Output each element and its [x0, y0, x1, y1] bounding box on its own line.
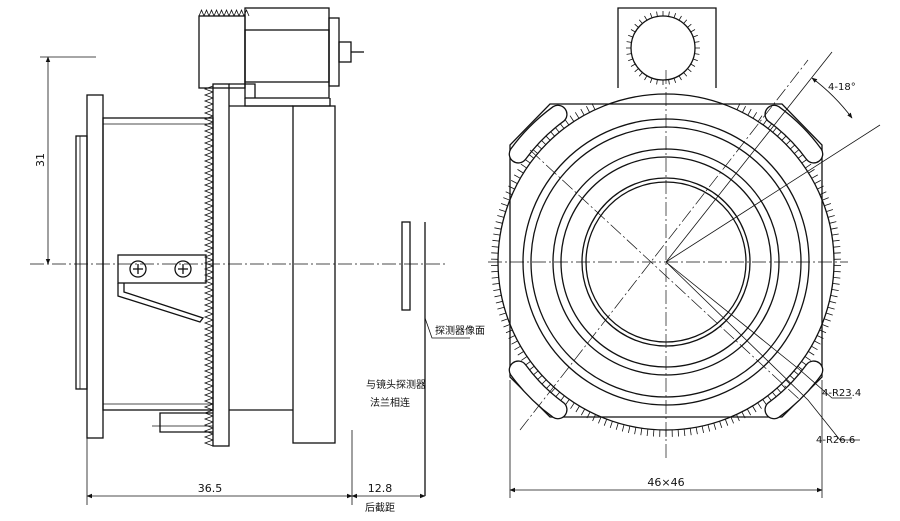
side-view: 31 36.5 12.8 后截距 探测器像面 与镜头探测器 法兰相连	[30, 7, 485, 514]
mount-note-line1: 与镜头探测器	[366, 378, 426, 391]
motor-bracket	[244, 98, 331, 107]
dim-body-length-label: 36.5	[198, 482, 223, 495]
square-flange	[509, 103, 823, 418]
arc-slot-tl	[508, 104, 568, 164]
detector-surface-label: 探测器像面	[435, 324, 485, 337]
motor-shaft	[338, 41, 352, 63]
gear-teeth	[203, 85, 214, 447]
motor-gear-circle-teeth	[626, 11, 700, 85]
slot-angle-label: 4-18°	[828, 82, 856, 93]
clamp-plate	[117, 254, 207, 284]
arc-slot-br	[764, 360, 824, 420]
spring-arm	[117, 283, 205, 323]
rear-mount	[292, 105, 336, 444]
motor-gear-teeth	[198, 8, 250, 17]
front-flange	[86, 94, 104, 439]
slot-radius-outer-label: 4-R26.6	[816, 435, 855, 446]
mount-note-line2: 法兰相连	[370, 396, 410, 409]
bottom-tab	[159, 412, 213, 433]
detector-plate	[401, 221, 411, 311]
arc-slot-bl	[508, 360, 568, 420]
slot-radius-inner-label: 4-R23.4	[822, 388, 861, 399]
arc-slot-tr	[764, 104, 824, 164]
square-size-label: 46×46	[647, 476, 684, 489]
motor-gear-circle	[630, 15, 696, 81]
motor-tab	[617, 7, 717, 88]
gear-ring-teeth	[490, 103, 842, 437]
flange-lip	[75, 135, 88, 390]
motor-body	[244, 7, 330, 99]
dim-back-focus-label: 12.8	[368, 482, 393, 495]
front-view: 4-18° 4-R23.4 4-R26.6 46×46	[488, 7, 881, 498]
back-focus-caption: 后截距	[365, 501, 395, 514]
dim-height-label: 31	[34, 153, 47, 167]
gear-strip	[212, 83, 230, 447]
motor-gear	[198, 15, 246, 89]
screw-right	[174, 260, 192, 278]
motor-cap	[328, 17, 340, 87]
screw-left	[129, 260, 147, 278]
